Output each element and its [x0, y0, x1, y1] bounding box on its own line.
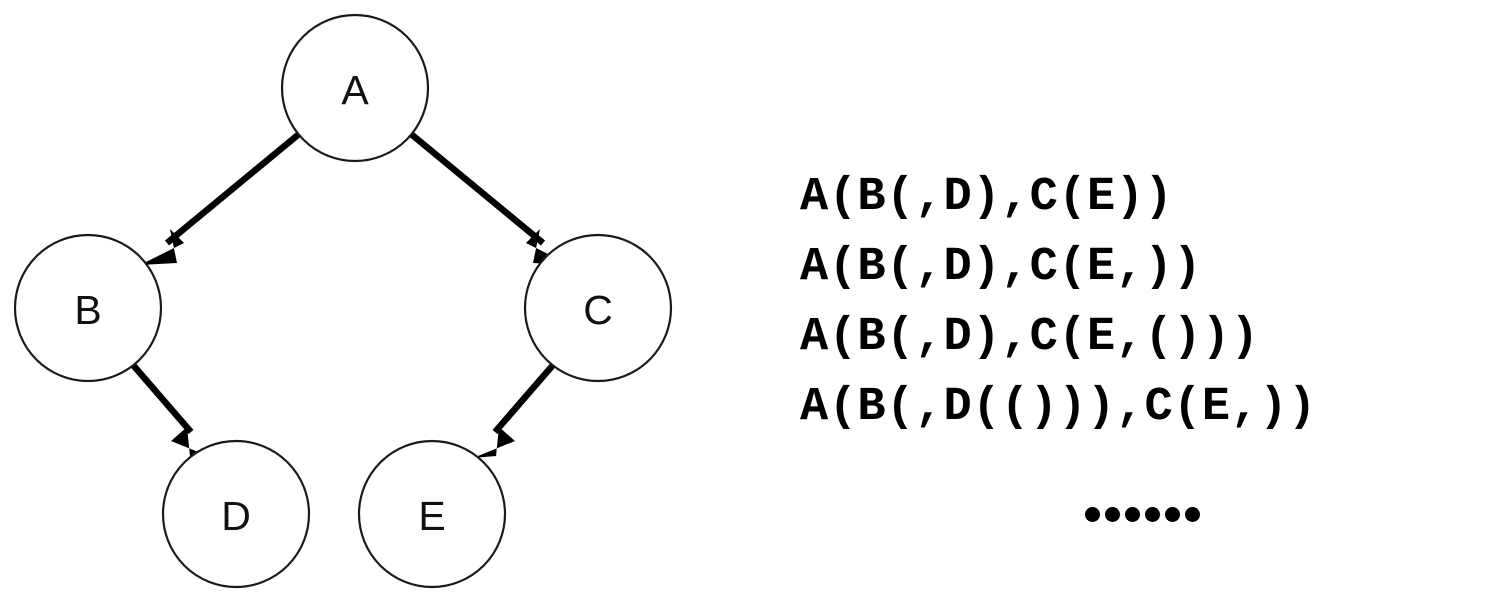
- edge-a-to-c-shaft: [408, 131, 546, 246]
- tree-diagram-panel: A B C D E: [0, 0, 720, 596]
- edge-c-to-e-arrowhead: [473, 427, 515, 458]
- ellipsis-dots-icon: [1085, 507, 1200, 522]
- ellipsis-dot: [1165, 507, 1180, 522]
- edge-b-to-d: [130, 362, 213, 458]
- expression-line: A(B(,D(())),C(E,)): [800, 381, 1317, 434]
- tree-node-d-circle[interactable]: [161, 439, 311, 589]
- edge-c-to-e: [473, 362, 556, 458]
- tree-node-c[interactable]: C: [523, 233, 673, 383]
- tree-node-e[interactable]: E: [357, 439, 507, 589]
- edge-c-to-e-shaft: [492, 362, 556, 435]
- tree-node-b-circle[interactable]: [13, 233, 163, 383]
- tree-diagram-svg: A B C D E: [13, 13, 673, 589]
- ellipsis-dot: [1085, 507, 1100, 522]
- tree-node-a-circle[interactable]: [280, 13, 430, 163]
- expression-list-panel: A(B(,D),C(E)) A(B(,D),C(E,)) A(B(,D),C(E…: [795, 0, 1492, 596]
- edge-a-to-b: [140, 131, 302, 265]
- expression-list: A(B(,D),C(E)) A(B(,D),C(E,)) A(B(,D),C(E…: [800, 163, 1317, 443]
- edge-b-to-d-shaft: [130, 362, 194, 435]
- tree-node-c-circle[interactable]: [523, 233, 673, 383]
- edge-a-to-b-shaft: [164, 131, 302, 246]
- tree-node-a[interactable]: A: [280, 13, 430, 163]
- tree-node-d-label: D: [221, 493, 251, 539]
- edge-b-to-d-arrowhead: [171, 427, 213, 458]
- tree-node-d[interactable]: D: [161, 439, 311, 589]
- expression-line: A(B(,D),C(E,)): [800, 241, 1202, 294]
- expression-line: A(B(,D),C(E,())): [800, 311, 1260, 364]
- edge-a-to-c-arrowhead: [526, 229, 570, 265]
- tree-node-b[interactable]: B: [13, 233, 163, 383]
- edge-a-to-c: [408, 131, 570, 265]
- tree-node-c-label: C: [583, 287, 613, 333]
- tree-node-a-label: A: [341, 67, 369, 113]
- ellipsis-dot: [1125, 507, 1140, 522]
- ellipsis-dot: [1105, 507, 1120, 522]
- tree-node-b-label: B: [74, 287, 101, 333]
- edge-a-to-b-arrowhead: [140, 229, 184, 265]
- tree-node-e-circle[interactable]: [357, 439, 507, 589]
- ellipsis-dot: [1185, 507, 1200, 522]
- tree-node-e-label: E: [418, 493, 445, 539]
- ellipsis-dot: [1145, 507, 1160, 522]
- expression-line: A(B(,D),C(E)): [800, 171, 1174, 224]
